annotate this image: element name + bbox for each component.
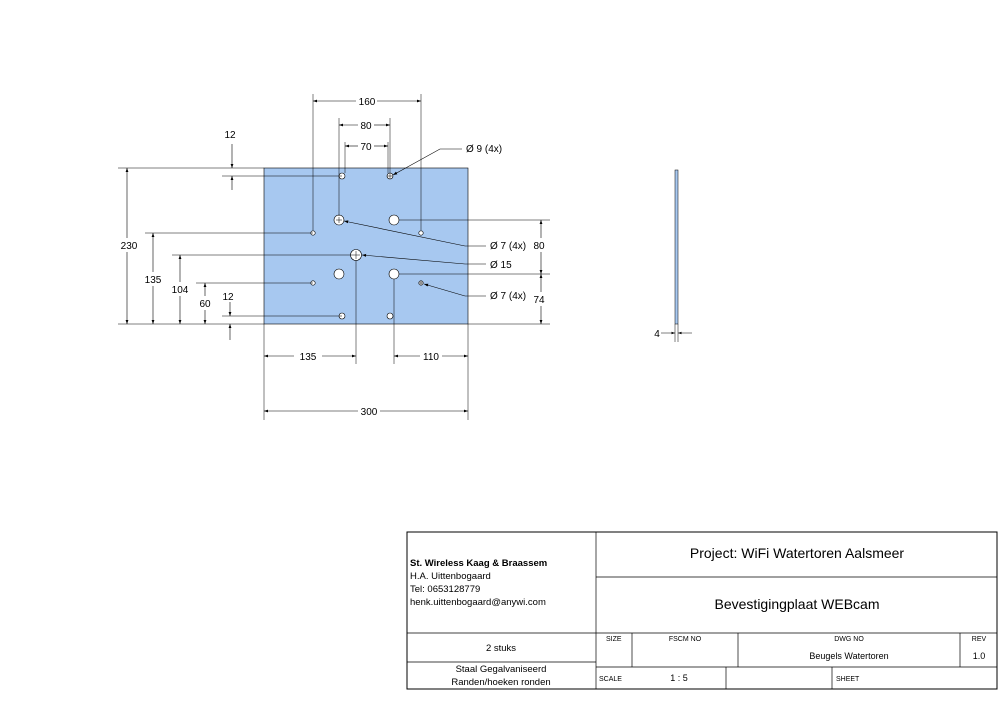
- dim-thickness: 4: [654, 329, 660, 340]
- dimension-labels: 160 80 70 135 110 300 12 230 135 104 60 …: [121, 97, 545, 418]
- part-title: Bevestigingplaat WEBcam: [715, 596, 880, 612]
- leader-lines: [343, 148, 486, 297]
- dim-70: 70: [360, 142, 372, 153]
- scale-value: 1 : 5: [670, 673, 688, 683]
- title-block-text: St. Wireless Kaag & Braassem H.A. Uitten…: [410, 545, 987, 688]
- hole-large-lower-right: [388, 268, 400, 280]
- dim-230: 230: [121, 241, 138, 252]
- dim-110: 110: [423, 352, 439, 363]
- dim-74-right: 74: [533, 295, 545, 306]
- dim-160: 160: [359, 97, 376, 108]
- scale-label: SCALE: [599, 676, 622, 683]
- contact-phone: Tel: 0653128779: [410, 584, 480, 595]
- fscm-label: FSCM NO: [669, 636, 702, 643]
- title-block: [406, 531, 998, 690]
- dim-60: 60: [199, 299, 211, 310]
- extension-lines: [118, 94, 550, 420]
- plate-front-view: [263, 167, 469, 325]
- hole-tiny-right: [418, 230, 424, 236]
- quantity: 2 stuks: [486, 643, 516, 654]
- dim-12-bottom: 12: [222, 292, 234, 303]
- callout-hole-9: Ø 9 (4x): [466, 144, 502, 155]
- hole-large-upper-right: [388, 214, 400, 226]
- rev-label: REV: [972, 636, 987, 643]
- dwg-value: Beugels Watertoren: [809, 651, 888, 661]
- callout-hole-7-lower: Ø 7 (4x): [490, 291, 526, 302]
- dim-80-top: 80: [360, 121, 372, 132]
- material: Staal Gegalvaniseerd: [456, 664, 547, 675]
- dim-104: 104: [172, 285, 189, 296]
- finish-note: Randen/hoeken ronden: [451, 677, 550, 688]
- contact-name: H.A. Uittenbogaard: [410, 571, 491, 582]
- plate-side-view: [674, 169, 679, 325]
- dim-300: 300: [361, 407, 378, 418]
- dwg-label: DWG NO: [834, 636, 864, 643]
- dim-12-top: 12: [224, 130, 236, 141]
- dim-135-left: 135: [145, 275, 162, 286]
- size-label: SIZE: [606, 636, 622, 643]
- project-title: Project: WiFi Watertoren Aalsmeer: [690, 545, 905, 561]
- hole-small-bottom-right: [386, 312, 394, 320]
- callout-hole-15: Ø 15: [490, 260, 512, 271]
- contact-email: henk.uittenbogaard@anywi.com: [410, 597, 546, 608]
- callout-hole-7-upper: Ø 7 (4x): [490, 241, 526, 252]
- dim-80-right: 80: [533, 241, 545, 252]
- rev-value: 1.0: [973, 651, 986, 661]
- company-name: St. Wireless Kaag & Braassem: [410, 558, 547, 569]
- hole-large-lower-left: [333, 268, 345, 280]
- sheet-label: SHEET: [836, 676, 860, 683]
- dimension-lines: [125, 99, 543, 413]
- dim-135-bottom: 135: [300, 352, 317, 363]
